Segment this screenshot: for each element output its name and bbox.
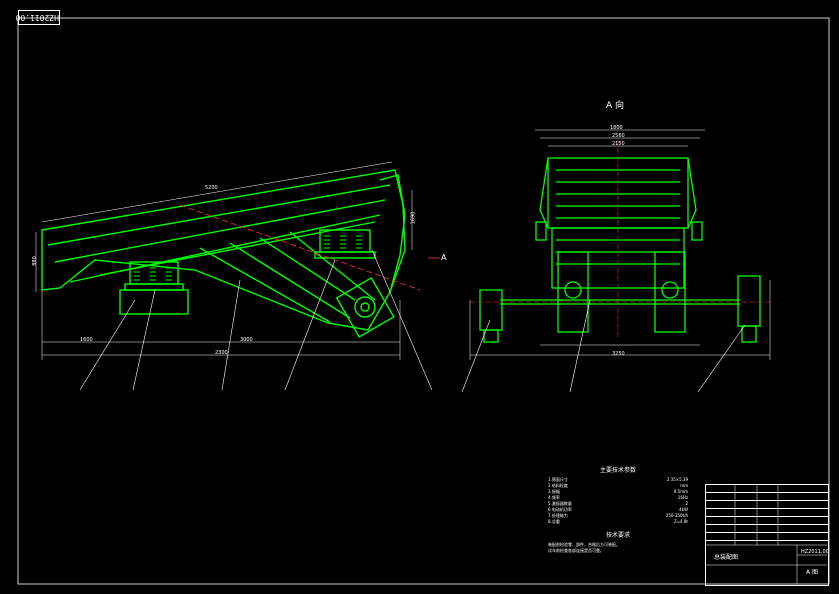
side-centerline bbox=[179, 204, 421, 291]
title-block-drawing-no: HZ2011.00 bbox=[801, 549, 829, 555]
side-leaders bbox=[79, 249, 433, 391]
side-springs bbox=[134, 235, 362, 281]
front-dimensions bbox=[469, 129, 771, 360]
front-view bbox=[479, 157, 761, 343]
title-block: 总装配图 HZ2011.00 A 图 bbox=[705, 484, 829, 586]
dim-7: 2560 bbox=[612, 133, 625, 139]
dim-length: 5200 bbox=[205, 185, 218, 191]
dim-2: 3000 bbox=[240, 337, 253, 343]
drawing-number-stamp: HZ2011.00 bbox=[16, 10, 60, 25]
view-a-title: A 向 bbox=[606, 101, 625, 111]
sheet-border bbox=[17, 17, 830, 585]
dim-5: 1690 bbox=[410, 211, 417, 225]
requirement-line: 装配前检验零、部件，合格后方可装配。 bbox=[548, 542, 620, 547]
dim-8: 2150 bbox=[612, 141, 625, 147]
dim-9: 3250 bbox=[612, 351, 625, 357]
front-leaders bbox=[461, 299, 746, 393]
requirement-line: 试车前检查各部连接是否可靠。 bbox=[548, 548, 604, 553]
side-view bbox=[41, 169, 406, 338]
section-arrow-label: A bbox=[441, 253, 447, 262]
tech-requirements: 技术要求 装配前检验零、部件，合格后方可装配。 试车前检查各部连接是否可靠。 bbox=[548, 530, 688, 554]
tech-requirements-heading: 技术要求 bbox=[605, 532, 630, 539]
title-block-grid bbox=[705, 484, 827, 584]
title-block-scale: A 图 bbox=[806, 569, 819, 576]
tech-params-heading: 主要技术参数 bbox=[599, 467, 636, 474]
dim-1: 1600 bbox=[80, 337, 93, 343]
dim-3: 2300 bbox=[215, 350, 228, 356]
dim-6: 1800 bbox=[610, 125, 623, 131]
title-block-name: 总装配图 bbox=[714, 554, 739, 561]
dim-4: 880 bbox=[31, 256, 38, 266]
